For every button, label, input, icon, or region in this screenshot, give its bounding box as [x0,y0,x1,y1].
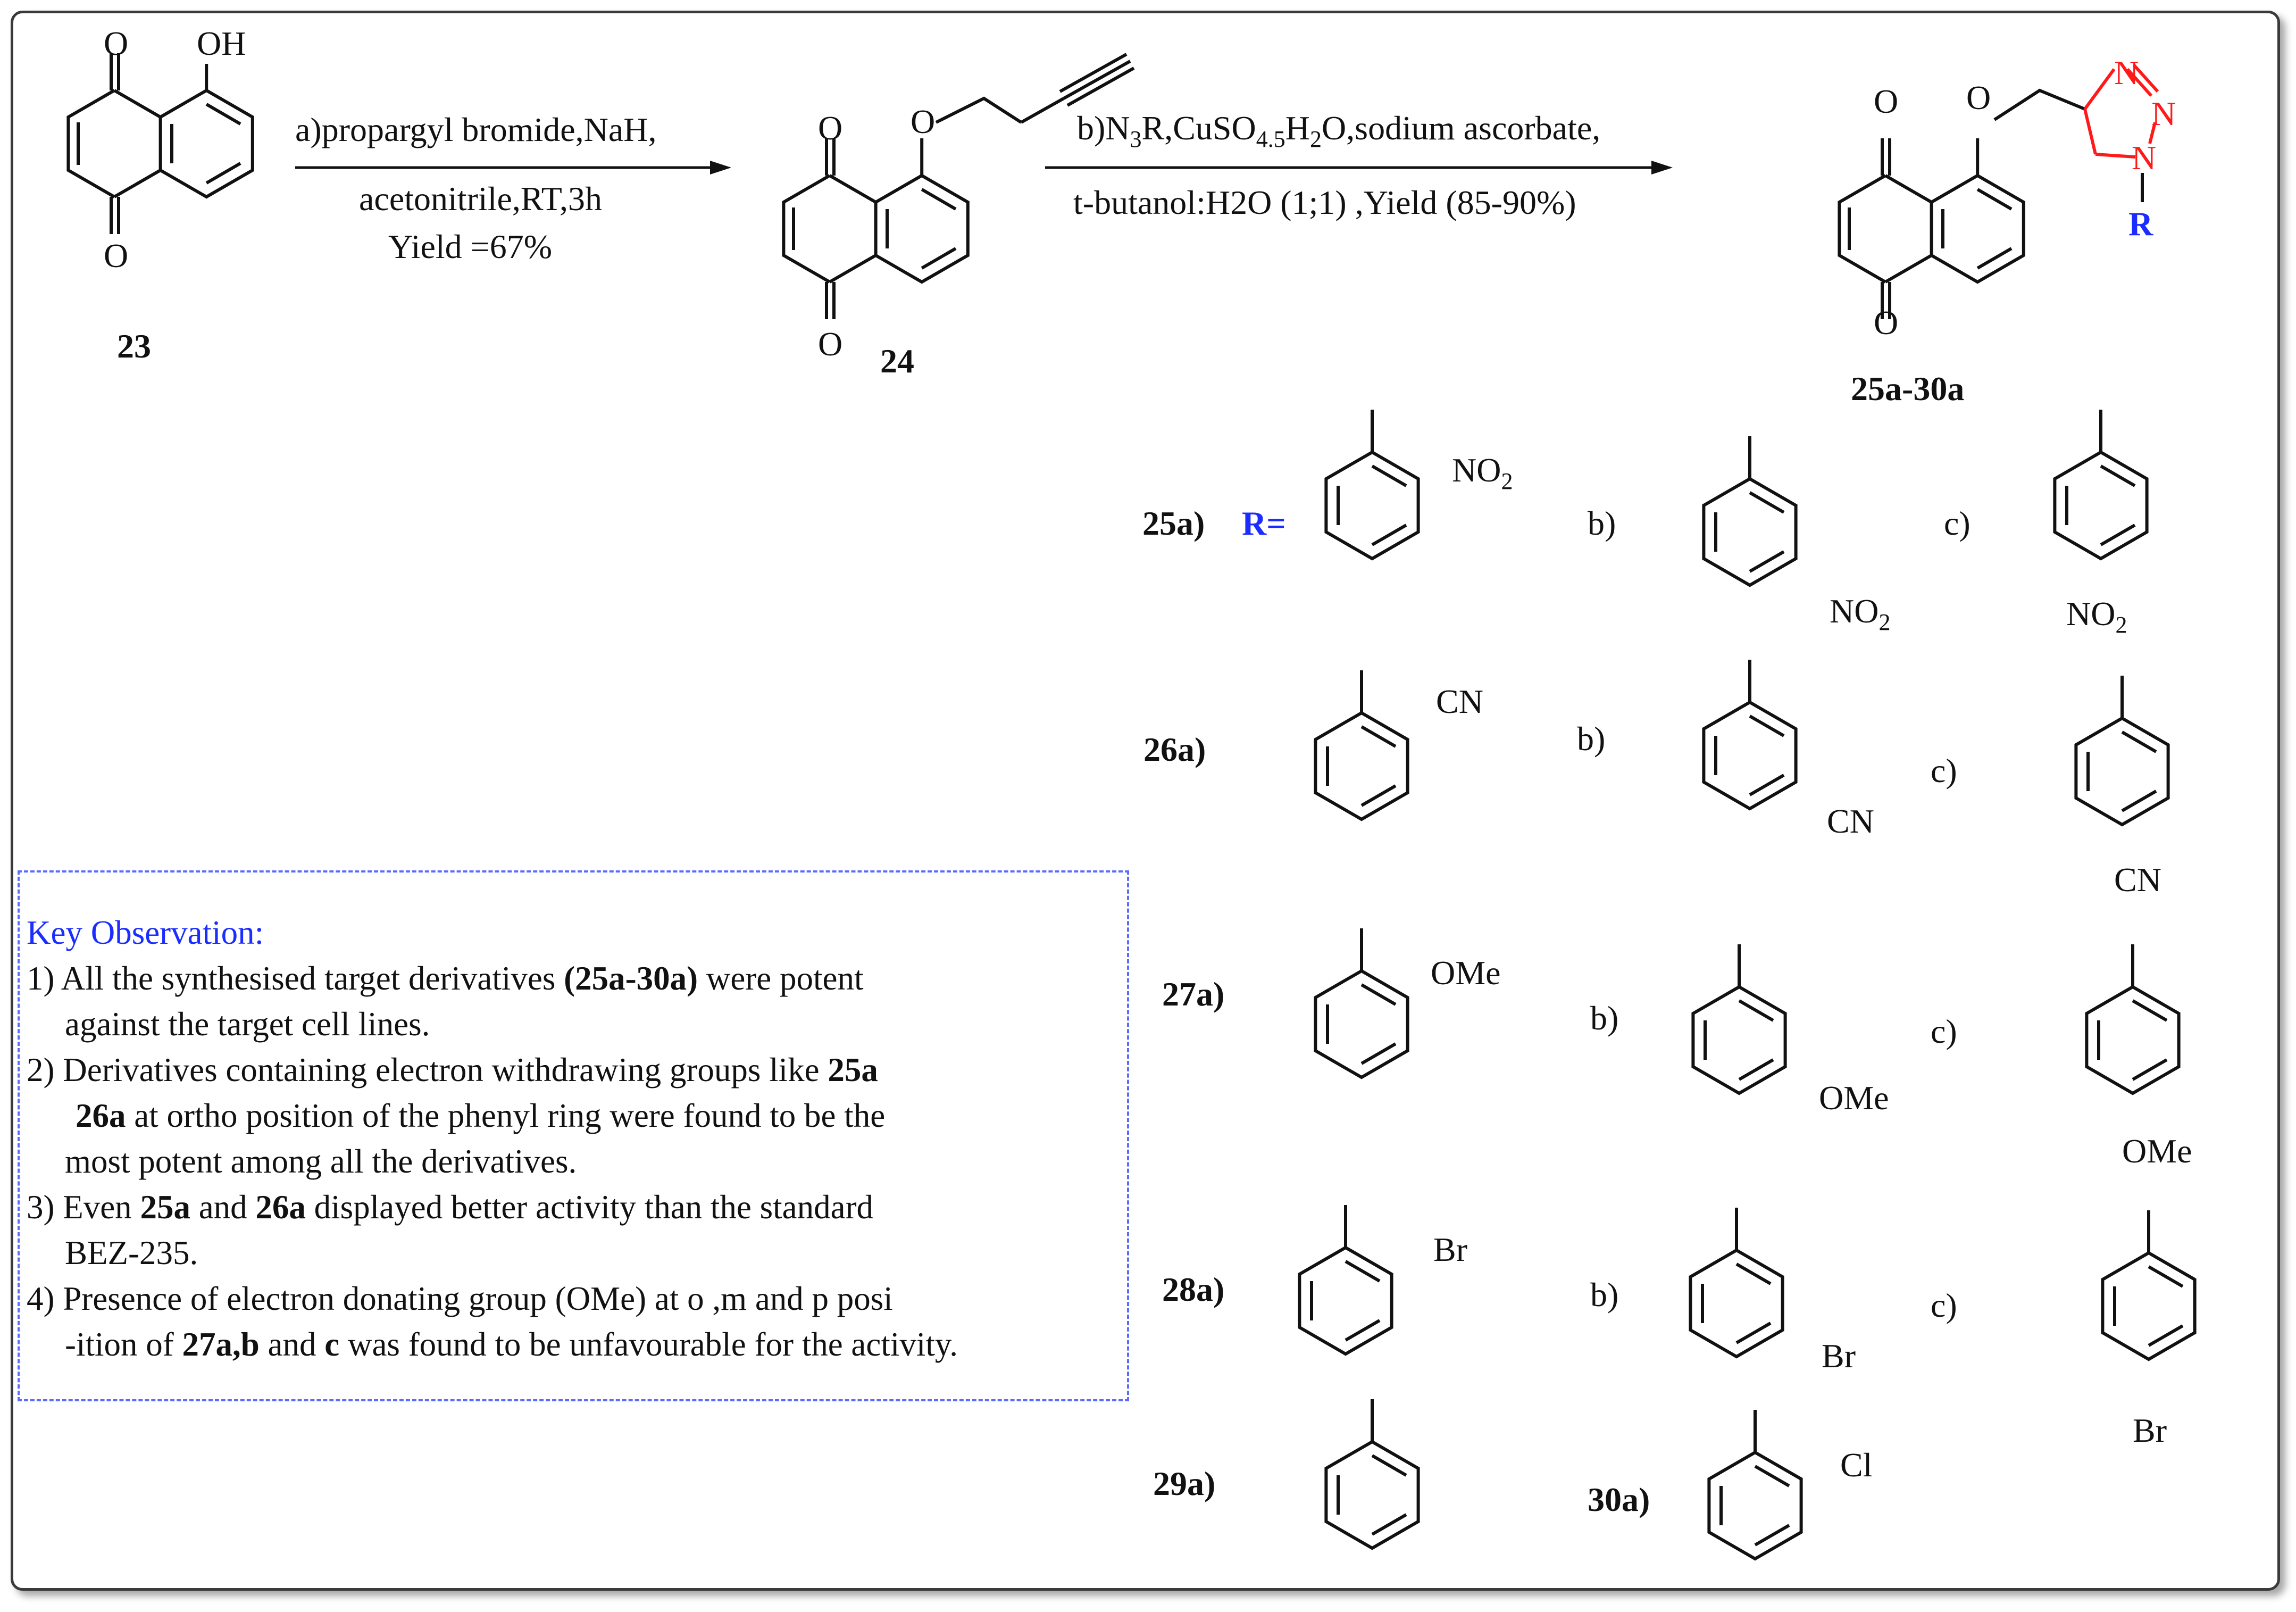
sub-26a: CN [1436,683,1483,720]
compound-24 [783,53,1135,319]
compound-24-label: 24 [880,342,914,380]
key-observation-text: Key Observation: 1) All the synthesised … [27,910,1122,1367]
r-27b [1693,944,1785,1093]
row-25-label: 25a) [1142,504,1205,542]
r-27c [2086,944,2178,1093]
observation-4: 4) Presence of electron donating group (… [27,1280,893,1317]
r-26c [2076,676,2168,825]
sub-28b: Br [1822,1337,1856,1375]
product-o-top: O [1874,82,1898,120]
observation-title: Key Observation: [27,914,264,951]
arrow-b-head [1651,161,1673,175]
c23-o-bottom: O [104,237,128,275]
step-a-line1: a)propargyl bromide,NaH, [295,111,657,148]
r-26a [1315,670,1407,819]
r-28a [1299,1205,1391,1354]
row-28-label: 28a) [1162,1270,1224,1308]
sub-28a: Br [1433,1231,1467,1268]
triazole-n2: N [2151,95,2176,132]
r-29a [1326,1399,1418,1548]
r-26b [1704,660,1796,809]
r-25b [1704,436,1796,585]
step-b-line1: b)N3R,CuSO4.5H2O,sodium ascorbate, [1077,109,1600,152]
row-26-label: 26a) [1143,730,1206,768]
compound-23 [68,53,252,234]
row-25-c: c) [1944,504,1971,542]
r-28c [2102,1210,2194,1359]
step-a-line3: Yield =67% [388,228,552,265]
row-27-c: c) [1931,1012,1957,1050]
sub-25c: NO2 [2066,595,2127,638]
row-28-b: b) [1590,1276,1618,1314]
compound-23-label: 23 [117,327,151,365]
c23-oh: OH [197,24,246,62]
row-27-label: 27a) [1162,975,1224,1013]
arrow-a-head [710,161,731,175]
compound-25a-30a [1839,63,2159,319]
sub-25a: NO2 [1452,451,1513,494]
r-30a [1709,1410,1801,1559]
sub-26c: CN [2114,861,2161,899]
observation-2: 2) Derivatives containing electron withd… [27,1051,878,1088]
row-27-b: b) [1590,999,1618,1037]
observation-1: 1) All the synthesised target derivative… [27,960,864,997]
product-r: R [2128,205,2153,243]
c24-o-bottom: O [818,325,842,363]
product-o-ether: O [1966,79,1991,117]
r-27a [1315,928,1407,1077]
triazole-n1: N [2114,54,2139,92]
r-equals: R= [1242,504,1286,542]
observation-4-cont: -ition of 27a,b and c was found to be un… [65,1326,958,1363]
observation-2-cont: 26a at ortho position of the phenyl ring… [76,1097,886,1134]
row-25-b: b) [1588,504,1616,542]
step-b-line2: t-butanol:H2O (1;1) ,Yield (85-90%) [1073,184,1576,221]
sub-27b: OMe [1819,1079,1889,1117]
row-26-b: b) [1577,720,1605,758]
row-30-label: 30a) [1588,1481,1650,1518]
product-o-bottom: O [1874,304,1898,342]
sub-28c: Br [2133,1411,2167,1449]
observation-3-cont: BEZ-235. [65,1234,198,1272]
step-a-line2: acetonitrile,RT,3h [359,180,602,218]
row-26-c: c) [1931,752,1957,790]
sub-27c: OMe [2122,1132,2192,1170]
row-28-c: c) [1931,1286,1957,1324]
triazole-n3: N [2132,139,2156,177]
sub-27a: OMe [1431,954,1501,992]
key-observation-box [18,870,1129,1401]
sub-26b: CN [1827,802,1874,840]
sub-30a: Cl [1840,1446,1872,1484]
r-28b [1690,1208,1782,1357]
observation-2-cont2: most potent among all the derivatives. [65,1143,577,1180]
sub-25b: NO2 [1830,592,1890,635]
r-25a [1326,410,1418,559]
observation-1-cont: against the target cell lines. [65,1006,430,1043]
compound-25a-30a-label: 25a-30a [1851,370,1964,408]
row-29-label: 29a) [1153,1465,1215,1502]
r-25c [2055,410,2147,559]
c24-o-top: O [818,109,842,147]
c24-o-ether: O [911,103,935,140]
c23-o-top: O [104,24,128,62]
observation-3: 3) Even 25a and 26a displayed better act… [27,1189,874,1226]
